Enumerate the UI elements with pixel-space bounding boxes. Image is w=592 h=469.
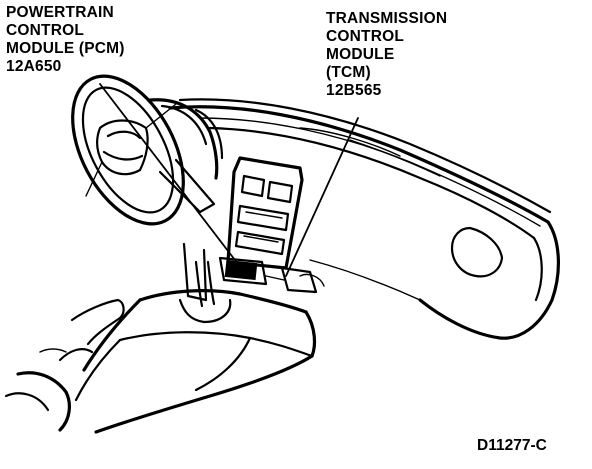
left-door-panel bbox=[4, 298, 125, 432]
pcm-leader-line bbox=[99, 83, 239, 265]
tcm-label-line-2: CONTROL bbox=[326, 28, 405, 45]
tcm-label-line-1: TRANSMISSION bbox=[326, 10, 448, 27]
steering-column bbox=[158, 158, 216, 302]
tcm-label-line-4: (TCM) bbox=[326, 64, 371, 81]
center-stack bbox=[226, 156, 304, 270]
figure-code: D11277-C bbox=[477, 437, 547, 454]
dashboard-right-end bbox=[309, 220, 560, 340]
pcm-callout-label: POWERTRAIN CONTROL MODULE (PCM) 12A650 bbox=[6, 4, 125, 76]
instrument-cluster-hood bbox=[148, 98, 224, 180]
tcm-leader-line bbox=[285, 117, 359, 277]
pcm-label-line-3: MODULE (PCM) bbox=[6, 40, 125, 57]
tcm-callout-label: TRANSMISSION CONTROL MODULE (TCM) 12B565 bbox=[326, 10, 447, 100]
module-mounting-area bbox=[218, 256, 325, 294]
tcm-label-line-5: 12B565 bbox=[326, 82, 382, 99]
dashboard-top bbox=[168, 98, 552, 240]
tcm-label-line-3: MODULE bbox=[326, 46, 395, 63]
pcm-label-line-1: POWERTRAIN bbox=[6, 4, 114, 21]
pcm-label-line-2: CONTROL bbox=[6, 22, 85, 39]
pcm-label-line-4: 12A650 bbox=[6, 58, 62, 75]
center-console bbox=[74, 260, 317, 434]
steering-wheel bbox=[71, 74, 185, 226]
